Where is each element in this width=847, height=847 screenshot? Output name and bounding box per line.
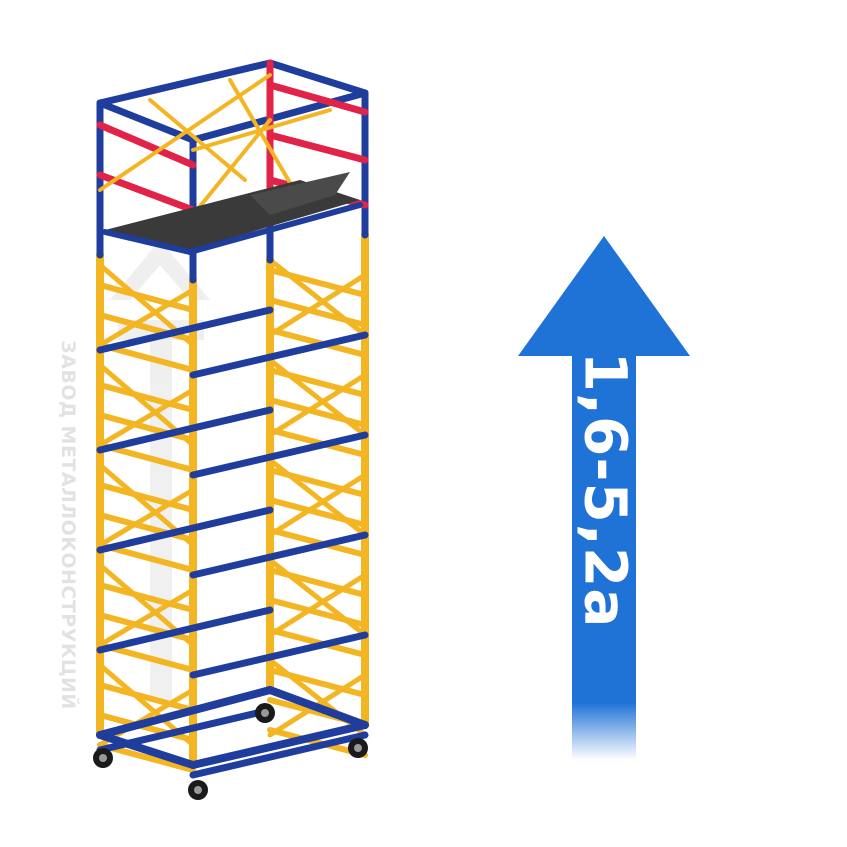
watermark-caption-text: ЗАВОД МЕТАЛЛОКОНСТРУКЦИЙ — [57, 340, 80, 710]
arrow-label: 1,6-5,2а — [545, 350, 665, 630]
scaffold-tower — [93, 59, 369, 800]
height-arrow — [518, 236, 690, 760]
height-range-label: 1,6-5,2а — [571, 351, 640, 629]
watermark-caption: ЗАВОД МЕТАЛЛОКОНСТРУКЦИЙ — [48, 340, 88, 710]
arrow-shaft — [572, 350, 636, 760]
caster-wheels — [93, 703, 368, 800]
arrow-head — [518, 236, 690, 356]
